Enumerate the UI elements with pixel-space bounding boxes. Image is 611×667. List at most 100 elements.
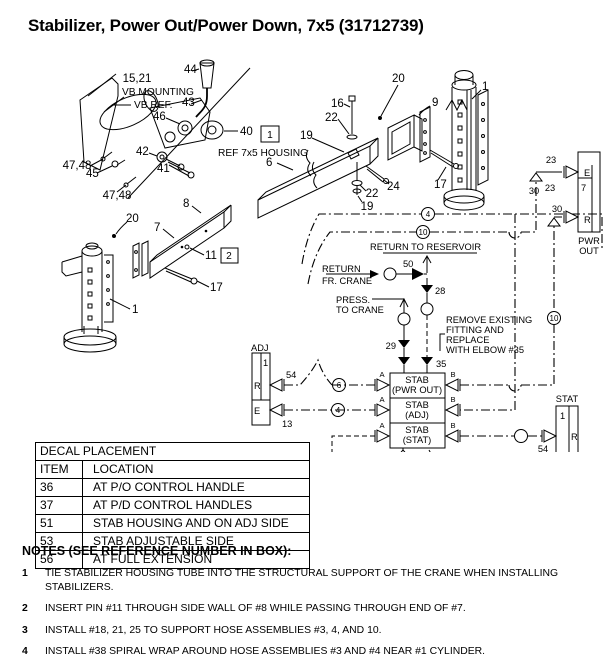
callout-1: 1 [132, 304, 138, 316]
pump-source: PRESSURE FROM PUMP [400, 448, 406, 452]
callout-13: 13 [282, 419, 292, 429]
location-cell: AT P/D CONTROL HANDLES [82, 496, 310, 515]
hose-10-bubble: 10 [419, 228, 428, 237]
callout-11: 11 [205, 250, 217, 262]
location-column-header: LOCATION [82, 460, 310, 479]
note-item: 3 INSTALL #18, 21, 25 TO SUPPORT HOSE AS… [22, 624, 600, 638]
port-r-label: R [254, 381, 261, 391]
callout-44: 44 [184, 64, 197, 76]
callout-41: 41 [157, 163, 170, 175]
note-text: INSTALL #38 SPIRAL WRAP AROUND HOSE ASSE… [45, 646, 486, 658]
remove-fitting-note: REMOVE EXISTING FITTING AND REPLACE WITH… [439, 315, 532, 355]
callout-17: 17 [210, 282, 223, 294]
pwr-out-cylinder: E 7 R PWR OUT 23 23 30 30 [529, 151, 601, 256]
notes-heading: NOTES (SEE REFERENCE NUMBER IN BOX): [22, 544, 292, 558]
port-e-label: E [254, 406, 260, 416]
callout-7: 7 [154, 222, 160, 234]
callout-19: 19 [300, 130, 313, 142]
callout-30: 30 [529, 186, 539, 196]
callout-23: 23 [546, 155, 556, 165]
leg-assembly-drawing: 20 8 7 11 2 17 1 [61, 198, 239, 353]
housing-drawing: 1 40 REF 7x5 HOUSING 6 19 16 22 22 19 24 [218, 95, 400, 219]
stab-pwr-out-valve-label: STAB [405, 375, 429, 385]
callout-29: 29 [386, 341, 396, 351]
table-header-row: ITEM LOCATION [35, 460, 310, 479]
return-label-2: FR. CRANE [322, 276, 372, 286]
note-item: 4 INSTALL #38 SPIRAL WRAP AROUND HOSE AS… [22, 645, 600, 659]
note-text: INSTALL #18, 21, 25 TO SUPPORT HOSE ASSE… [45, 624, 382, 636]
table-row: 37 AT P/D CONTROL HANDLES [35, 496, 310, 515]
adj-cylinder-1-label: 1 [263, 358, 268, 368]
table-row: 36 AT P/O CONTROL HANDLE [35, 478, 310, 497]
location-cell: AT FULL EXTENSION [82, 550, 310, 569]
callout-45: 45 [86, 168, 99, 180]
note-number: 4 [22, 646, 28, 658]
note-item: 1 TIE STABILIZER HOUSING TUBE INTO THE S… [22, 567, 600, 594]
vb-mounting-drawing: 44 15,21 VB MOUNTING VB REF. 43 46 42 41… [63, 59, 251, 202]
vb-mounting-label: VB MOUNTING [122, 87, 194, 98]
item-cell: 37 [35, 496, 83, 515]
callout-40: 40 [240, 126, 253, 138]
return-to-reservoir-label: RETURN TO RESERVOIR [370, 242, 481, 252]
page-title: Stabilizer, Power Out/Power Down, 7x5 (3… [28, 16, 424, 35]
decal-placement-table: DECAL PLACEMENT ITEM LOCATION 36 AT P/O … [35, 442, 310, 569]
hose-4-bubble: 4 [426, 210, 431, 219]
port-b-label: B [450, 370, 455, 379]
location-cell: AT P/O CONTROL HANDLE [82, 478, 310, 497]
ref-housing-label: REF 7x5 HOUSING [218, 148, 308, 159]
stat-cylinder-1-label: 1 [560, 411, 565, 421]
pwr-out-cylinder-label2: OUT [579, 246, 599, 256]
stab-adj-valve-label: STAB [405, 400, 429, 410]
stab-valve-block: STAB (PWR OUT) STAB (ADJ) STAB (STAT) A … [374, 370, 461, 452]
callout-24: 24 [387, 181, 400, 193]
callout-19: 19 [361, 201, 374, 213]
note-text: TIE STABILIZER HOUSING TUBE INTO THE STR… [45, 568, 559, 593]
callout-8: 8 [183, 198, 189, 210]
ref-box-1: 1 [267, 130, 273, 141]
table-title: DECAL PLACEMENT [35, 442, 310, 461]
note-number: 1 [22, 568, 28, 579]
ref-box-2: 2 [226, 251, 232, 262]
port-e-label: E [584, 168, 590, 178]
notes-section: NOTES (SEE REFERENCE NUMBER IN BOX): 1 T… [22, 544, 600, 667]
callout-6: 6 [266, 157, 272, 169]
stab-pwr-out-valve-label2: (PWR OUT) [392, 385, 442, 395]
callout-42: 42 [136, 146, 149, 158]
location-cell: STAB HOUSING AND ON ADJ SIDE [82, 514, 310, 533]
callout-47-48: 47,48 [103, 190, 132, 202]
item-column-header: ITEM [35, 460, 83, 479]
vb-ref-label: VB REF. [134, 100, 173, 111]
callout-35: 35 [436, 359, 446, 369]
bracket-leg-drawing: 20 9 1 17 [378, 70, 489, 211]
pwr-out-cylinder-label1: PWR [578, 236, 600, 246]
callout-22: 22 [366, 188, 379, 200]
callout-47-48: 47,48 [63, 160, 92, 172]
note-text: INSERT PIN #11 THROUGH SIDE WALL OF #8 W… [45, 603, 466, 615]
callout-15-21: 15,21 [123, 73, 152, 85]
table-title-row: DECAL PLACEMENT [35, 442, 310, 461]
callout-22: 22 [325, 112, 338, 124]
stab-stat-valve-label2: (STAT) [403, 435, 432, 445]
adj-cylinder: ADJ 1 R E 54 13 [251, 343, 375, 429]
stat-cylinder-title: STAT [556, 394, 579, 404]
note-number: 3 [22, 624, 28, 636]
callout-54: 54 [538, 444, 548, 452]
table-row: 51 STAB HOUSING AND ON ADJ SIDE [35, 514, 310, 533]
remove-note-line2: FITTING AND [446, 325, 504, 335]
port-a-label: A [379, 370, 385, 379]
callout-30: 30 [552, 204, 562, 214]
port-b-label: B [450, 421, 455, 430]
stab-adj-valve-label2: (ADJ) [405, 410, 429, 420]
remove-note-line1: REMOVE EXISTING [446, 315, 532, 325]
hydraulic-schematic: 4 10 6 4 10 RETURN TO RESERVOIR RETURN F… [251, 151, 603, 452]
cylinder-7-label: 7 [581, 183, 586, 193]
port-b-label: B [450, 395, 455, 404]
note-item: 2 INSERT PIN #11 THROUGH SIDE WALL OF #8… [22, 602, 600, 616]
hose-10-bubble: 10 [550, 314, 559, 323]
return-chain: RETURN TO RESERVOIR RETURN FR. CRANE 50 … [322, 242, 481, 373]
press-label-1: PRESS. [336, 295, 370, 305]
callout-23: 23 [545, 183, 555, 193]
item-cell: 36 [35, 478, 83, 497]
stab-stat-valve-label: STAB [405, 425, 429, 435]
callout-50: 50 [403, 259, 413, 269]
